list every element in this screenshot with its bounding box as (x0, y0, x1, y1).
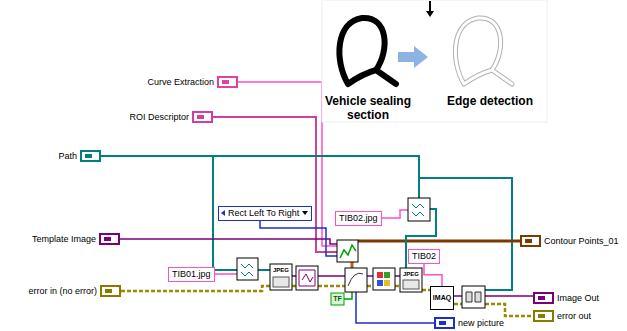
contour-wire (358, 240, 520, 243)
enum-constant: Rect Left To Right (218, 206, 312, 221)
vi-icon (345, 268, 367, 292)
terminal-glyph (85, 154, 92, 158)
terminal-icon (533, 310, 554, 322)
terminal-glyph (525, 239, 532, 243)
terminal-icon (533, 292, 554, 304)
terminal-icon (99, 233, 120, 245)
node-label: new picture (458, 318, 504, 329)
terminal-icon (434, 317, 455, 329)
error-wire (121, 286, 533, 316)
seal-section (339, 18, 396, 84)
figure-caption: Edge detection (440, 94, 540, 108)
string-constant: TIB02 (408, 249, 440, 264)
node-label: Contour Points_01 (544, 236, 619, 247)
icon-glyph (299, 270, 315, 286)
jpeg-write-icon (400, 268, 422, 292)
terminal-icon (520, 235, 541, 247)
terminal-glyph (197, 115, 204, 119)
icon-text: JPEG (270, 266, 292, 274)
icon-glyph (241, 264, 253, 276)
image-indicator: Image Out (533, 292, 599, 304)
boolean-label: TF (331, 293, 344, 305)
terminal-glyph (439, 321, 446, 325)
error-indicator: error out (533, 310, 591, 322)
jpeg-read-icon (270, 264, 292, 290)
enum-dropdown (302, 211, 308, 215)
icon-glyph (340, 245, 356, 258)
build-path-icon (237, 258, 258, 280)
icon-glyph (377, 272, 383, 278)
icon-text: JPEG (400, 270, 422, 278)
vi-icon (296, 266, 318, 290)
terminal-icon (100, 285, 121, 297)
path-wire (258, 269, 270, 271)
edge-outline (455, 18, 512, 84)
cluster-control: ROI Descriptor (129, 111, 213, 123)
icon-glyph (384, 280, 390, 286)
terminal-glyph (538, 296, 545, 300)
enum-wire (260, 220, 337, 256)
icon-glyph (348, 273, 363, 286)
jpeg-icon-art (273, 277, 289, 287)
path-control: Path (58, 150, 101, 162)
string-control: Curve Extraction (147, 76, 238, 88)
enum-decrement (221, 210, 225, 216)
path-wire (101, 156, 419, 198)
node-label: Image Out (557, 293, 599, 304)
node-label: TIB02 (412, 251, 436, 262)
string-constant: TIB02.jpg (335, 211, 382, 226)
terminal-glyph (538, 314, 545, 318)
array-indicator: Contour Points_01 (520, 235, 619, 247)
path-wire (419, 178, 512, 290)
icon-glyph (412, 204, 424, 216)
terminal-icon (80, 150, 101, 162)
icon-glyph (377, 280, 383, 286)
figure-caption: Vehicle sealing section (318, 94, 418, 122)
match-icon (337, 240, 358, 262)
terminal-icon (217, 76, 238, 88)
imaq-vi: IMAQ (430, 286, 454, 310)
terminal-glyph (104, 237, 111, 241)
node-label: TIB02.jpg (339, 213, 378, 224)
node-label: Path (58, 151, 77, 162)
terminal-glyph (222, 80, 229, 84)
node-label: Template Image (32, 234, 96, 245)
down-arrow-head (426, 11, 434, 17)
string-constant: TIB01.jpg (168, 267, 215, 282)
process-arrow (398, 46, 428, 68)
icon-glyph (384, 272, 390, 278)
node-label: Curve Extraction (147, 77, 214, 88)
cluster-wire (213, 117, 337, 252)
jpeg-icon-art (403, 280, 419, 289)
node-label: TIB01.jpg (172, 269, 211, 280)
picture-wire (356, 292, 434, 323)
color-icon (373, 268, 395, 290)
terminal-icon (192, 111, 213, 123)
string-wire (424, 264, 442, 287)
boolean-constant (331, 293, 344, 305)
string-wire (377, 210, 408, 218)
image-wire (120, 239, 337, 244)
build-path-icon (408, 198, 430, 221)
node-label: error out (557, 311, 591, 322)
terminal-glyph (105, 289, 112, 293)
image-control: Template Image (32, 233, 120, 245)
picture-indicator: new picture (434, 317, 504, 329)
seal-inner (347, 26, 362, 76)
merge-icon (462, 286, 485, 308)
node-label: Rect Left To Right (228, 208, 299, 219)
string-wire (212, 273, 237, 275)
node-label: error in (no error) (28, 286, 97, 297)
node-label: ROI Descriptor (129, 112, 189, 123)
icon-glyph (466, 292, 481, 302)
error-control: error in (no error) (28, 285, 121, 297)
edge-outline-inner (455, 18, 512, 84)
contour-wire (351, 262, 354, 268)
down-arrow (429, 1, 431, 12)
boolean-wire (344, 292, 352, 299)
node-label: IMAQ (433, 294, 451, 302)
